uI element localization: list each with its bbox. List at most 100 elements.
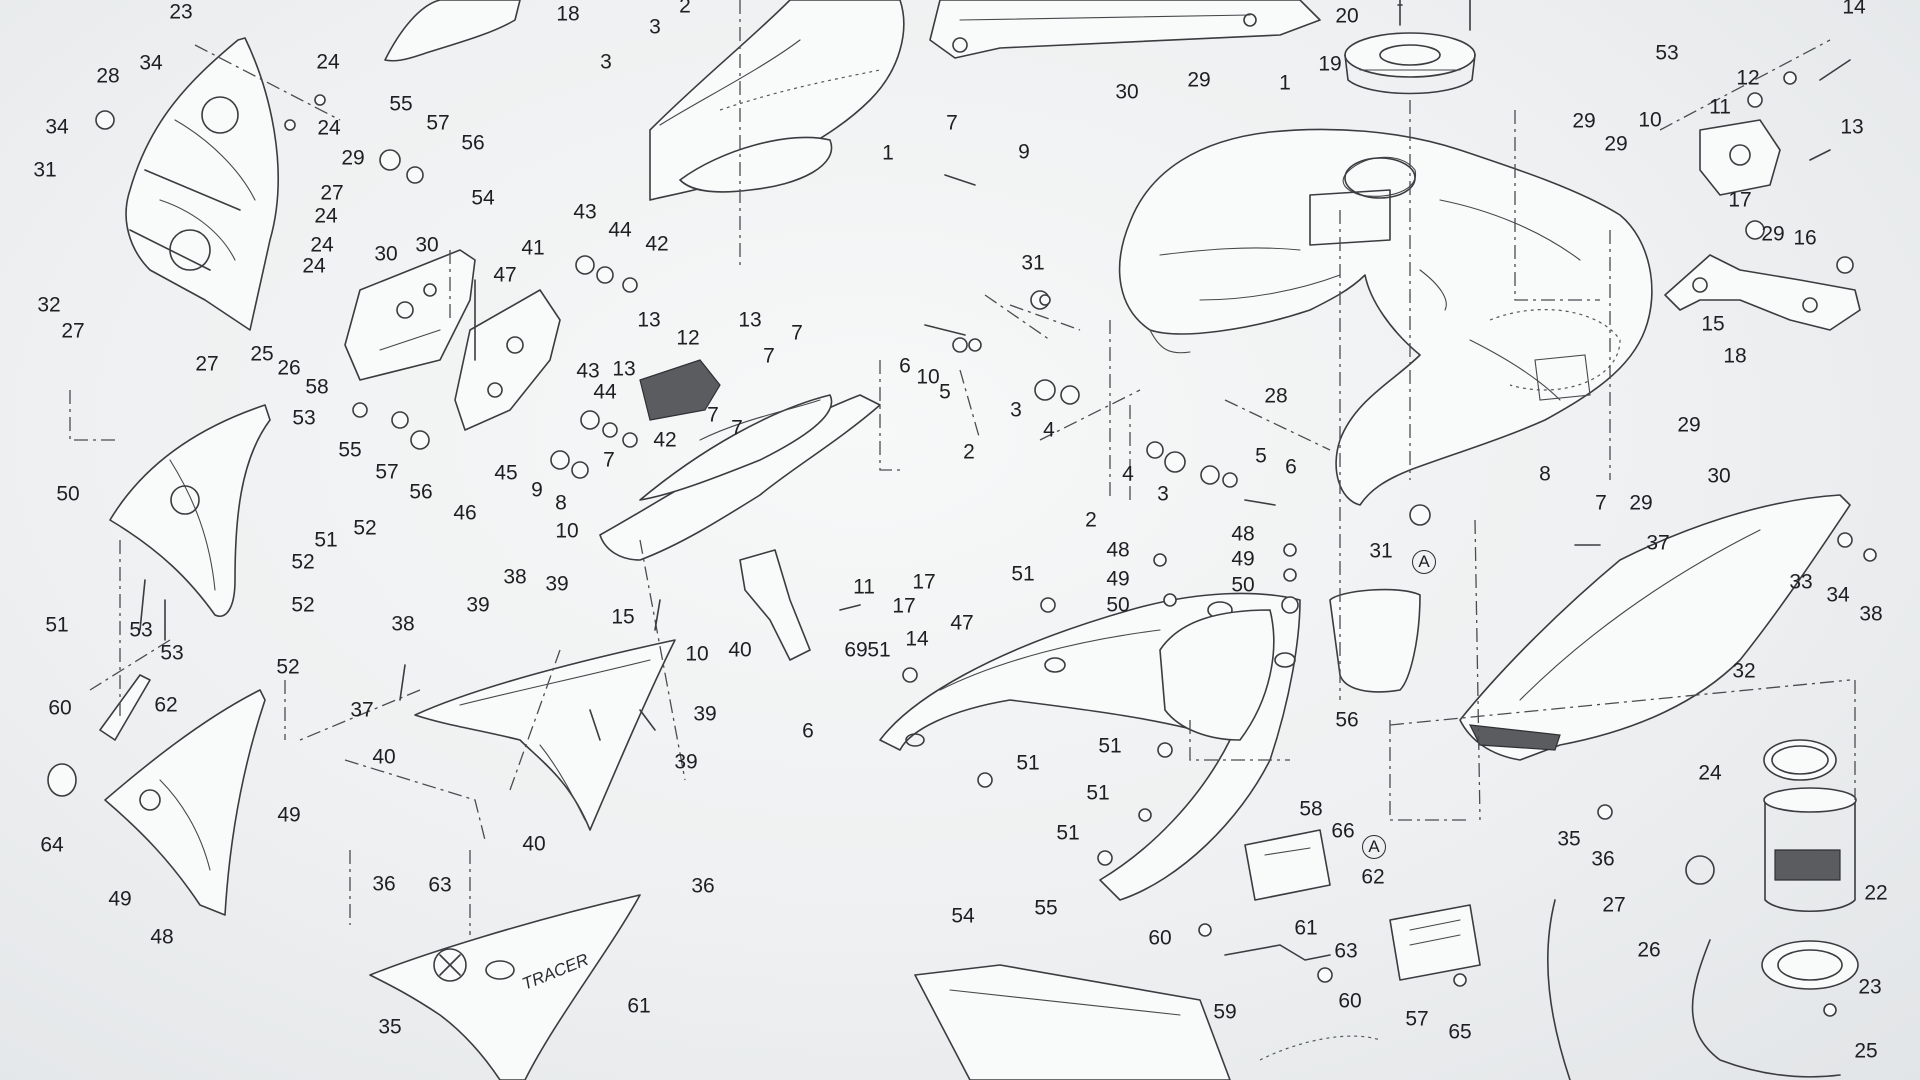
fasteners [95,71,1877,1017]
part-label: 36 [372,872,396,896]
part-label: 2 [963,440,975,464]
part-label: 44 [608,218,632,242]
part-label: 60 [48,696,72,720]
part-label: 35 [378,1015,402,1039]
part-label: 6 [899,354,911,378]
part-label: 43 [576,359,600,383]
part-label: 37 [1646,531,1670,555]
bracket-41 [454,289,561,431]
front-cowl-panel [649,0,905,201]
part-label: 54 [471,186,495,210]
part-label: 4 [1122,462,1134,486]
part-label: 53 [160,641,184,665]
side-fairing-lower [599,394,881,561]
part-label: 1 [1279,71,1291,95]
part-label: 37 [350,698,374,722]
part-label: 49 [1231,547,1255,571]
part-label: 60 [1338,989,1362,1013]
part-label: 40 [522,832,546,856]
part-label: 39 [545,572,569,596]
part-label: 3 [600,50,612,74]
part-label: 15 [1701,312,1725,336]
cover-60 [99,674,151,741]
part-label: 22 [1864,881,1888,905]
part-label: 49 [277,803,301,827]
part-label: 24 [302,254,326,278]
rear-hump [1159,609,1275,741]
part-label: 48 [150,925,174,949]
part-label: 24 [316,50,340,74]
part-label: 2 [679,0,691,18]
part-label: 8 [555,491,567,515]
part-label: 29 [1629,491,1653,515]
part-label: 20 [1335,4,1359,28]
part-label: 8 [1539,462,1551,486]
part-label: 41 [521,236,545,260]
part-label: 34 [1826,583,1850,607]
part-label: 5 [939,380,951,404]
part-label: 44 [593,380,617,404]
part-label: 31 [1369,539,1393,563]
part-label: 18 [556,2,580,26]
part-label: 63 [1334,939,1358,963]
part-label: 58 [305,375,329,399]
part-label: 59 [1213,1000,1237,1024]
part-label: 29 [1572,109,1596,133]
lower-cowl-35: TRACER [369,894,641,1080]
part-label: 52 [291,593,315,617]
part-label: 27 [320,181,344,205]
part-label: 7 [731,416,743,440]
part-label: 34 [139,51,163,75]
cap-64 [47,763,77,797]
part-label: 39 [674,750,698,774]
part-label: 40 [728,638,752,662]
part-label: 9 [1018,140,1030,164]
inner-panel-54 [344,249,476,381]
part-label: 36 [691,874,715,898]
part-label: 23 [169,0,193,24]
part-label: 1 [882,141,894,165]
part-label: 27 [195,352,219,376]
part-label: 13 [612,357,636,381]
part-label: 57 [426,111,450,135]
part-label: 69 [844,638,868,662]
part-label: 35 [1557,827,1581,851]
mount-10 [1699,119,1781,196]
part-label: 52 [353,516,377,540]
part-label: 19 [1318,52,1342,76]
mesh-grille-12 [639,359,721,421]
part-label: 25 [250,342,274,366]
part-label: 50 [56,482,80,506]
part-label: 26 [277,356,301,380]
part-label: 30 [374,242,398,266]
part-label: 51 [1098,734,1122,758]
part-label: 50 [1231,573,1255,597]
part-label: 48 [1106,538,1130,562]
part-label: 29 [1187,68,1211,92]
part-label: 38 [391,612,415,636]
hose-26 [1547,899,1571,1080]
part-label: 10 [555,519,579,543]
part-label: 7 [707,403,719,427]
part-label: 17 [892,594,916,618]
part-label: 39 [693,702,717,726]
part-label: 55 [389,92,413,116]
part-label: 51 [1016,751,1040,775]
bolts [139,59,1851,741]
part-label: 7 [946,111,958,135]
part-label: 13 [637,308,661,332]
part-label: 3 [1157,482,1169,506]
part-label: 32 [1732,659,1756,683]
part-label: 5 [1255,444,1267,468]
part-label: 14 [905,627,929,651]
fuel-tank [1118,128,1653,506]
part-label: 43 [573,200,597,224]
part-label: 32 [37,293,61,317]
side-panel-32 [1459,494,1851,761]
part-label: 25 [1854,1039,1878,1063]
part-label: 9 [531,478,543,502]
hose-fuel [1691,939,1841,1078]
part-label: 17 [1728,188,1752,212]
part-label: 51 [1056,821,1080,845]
